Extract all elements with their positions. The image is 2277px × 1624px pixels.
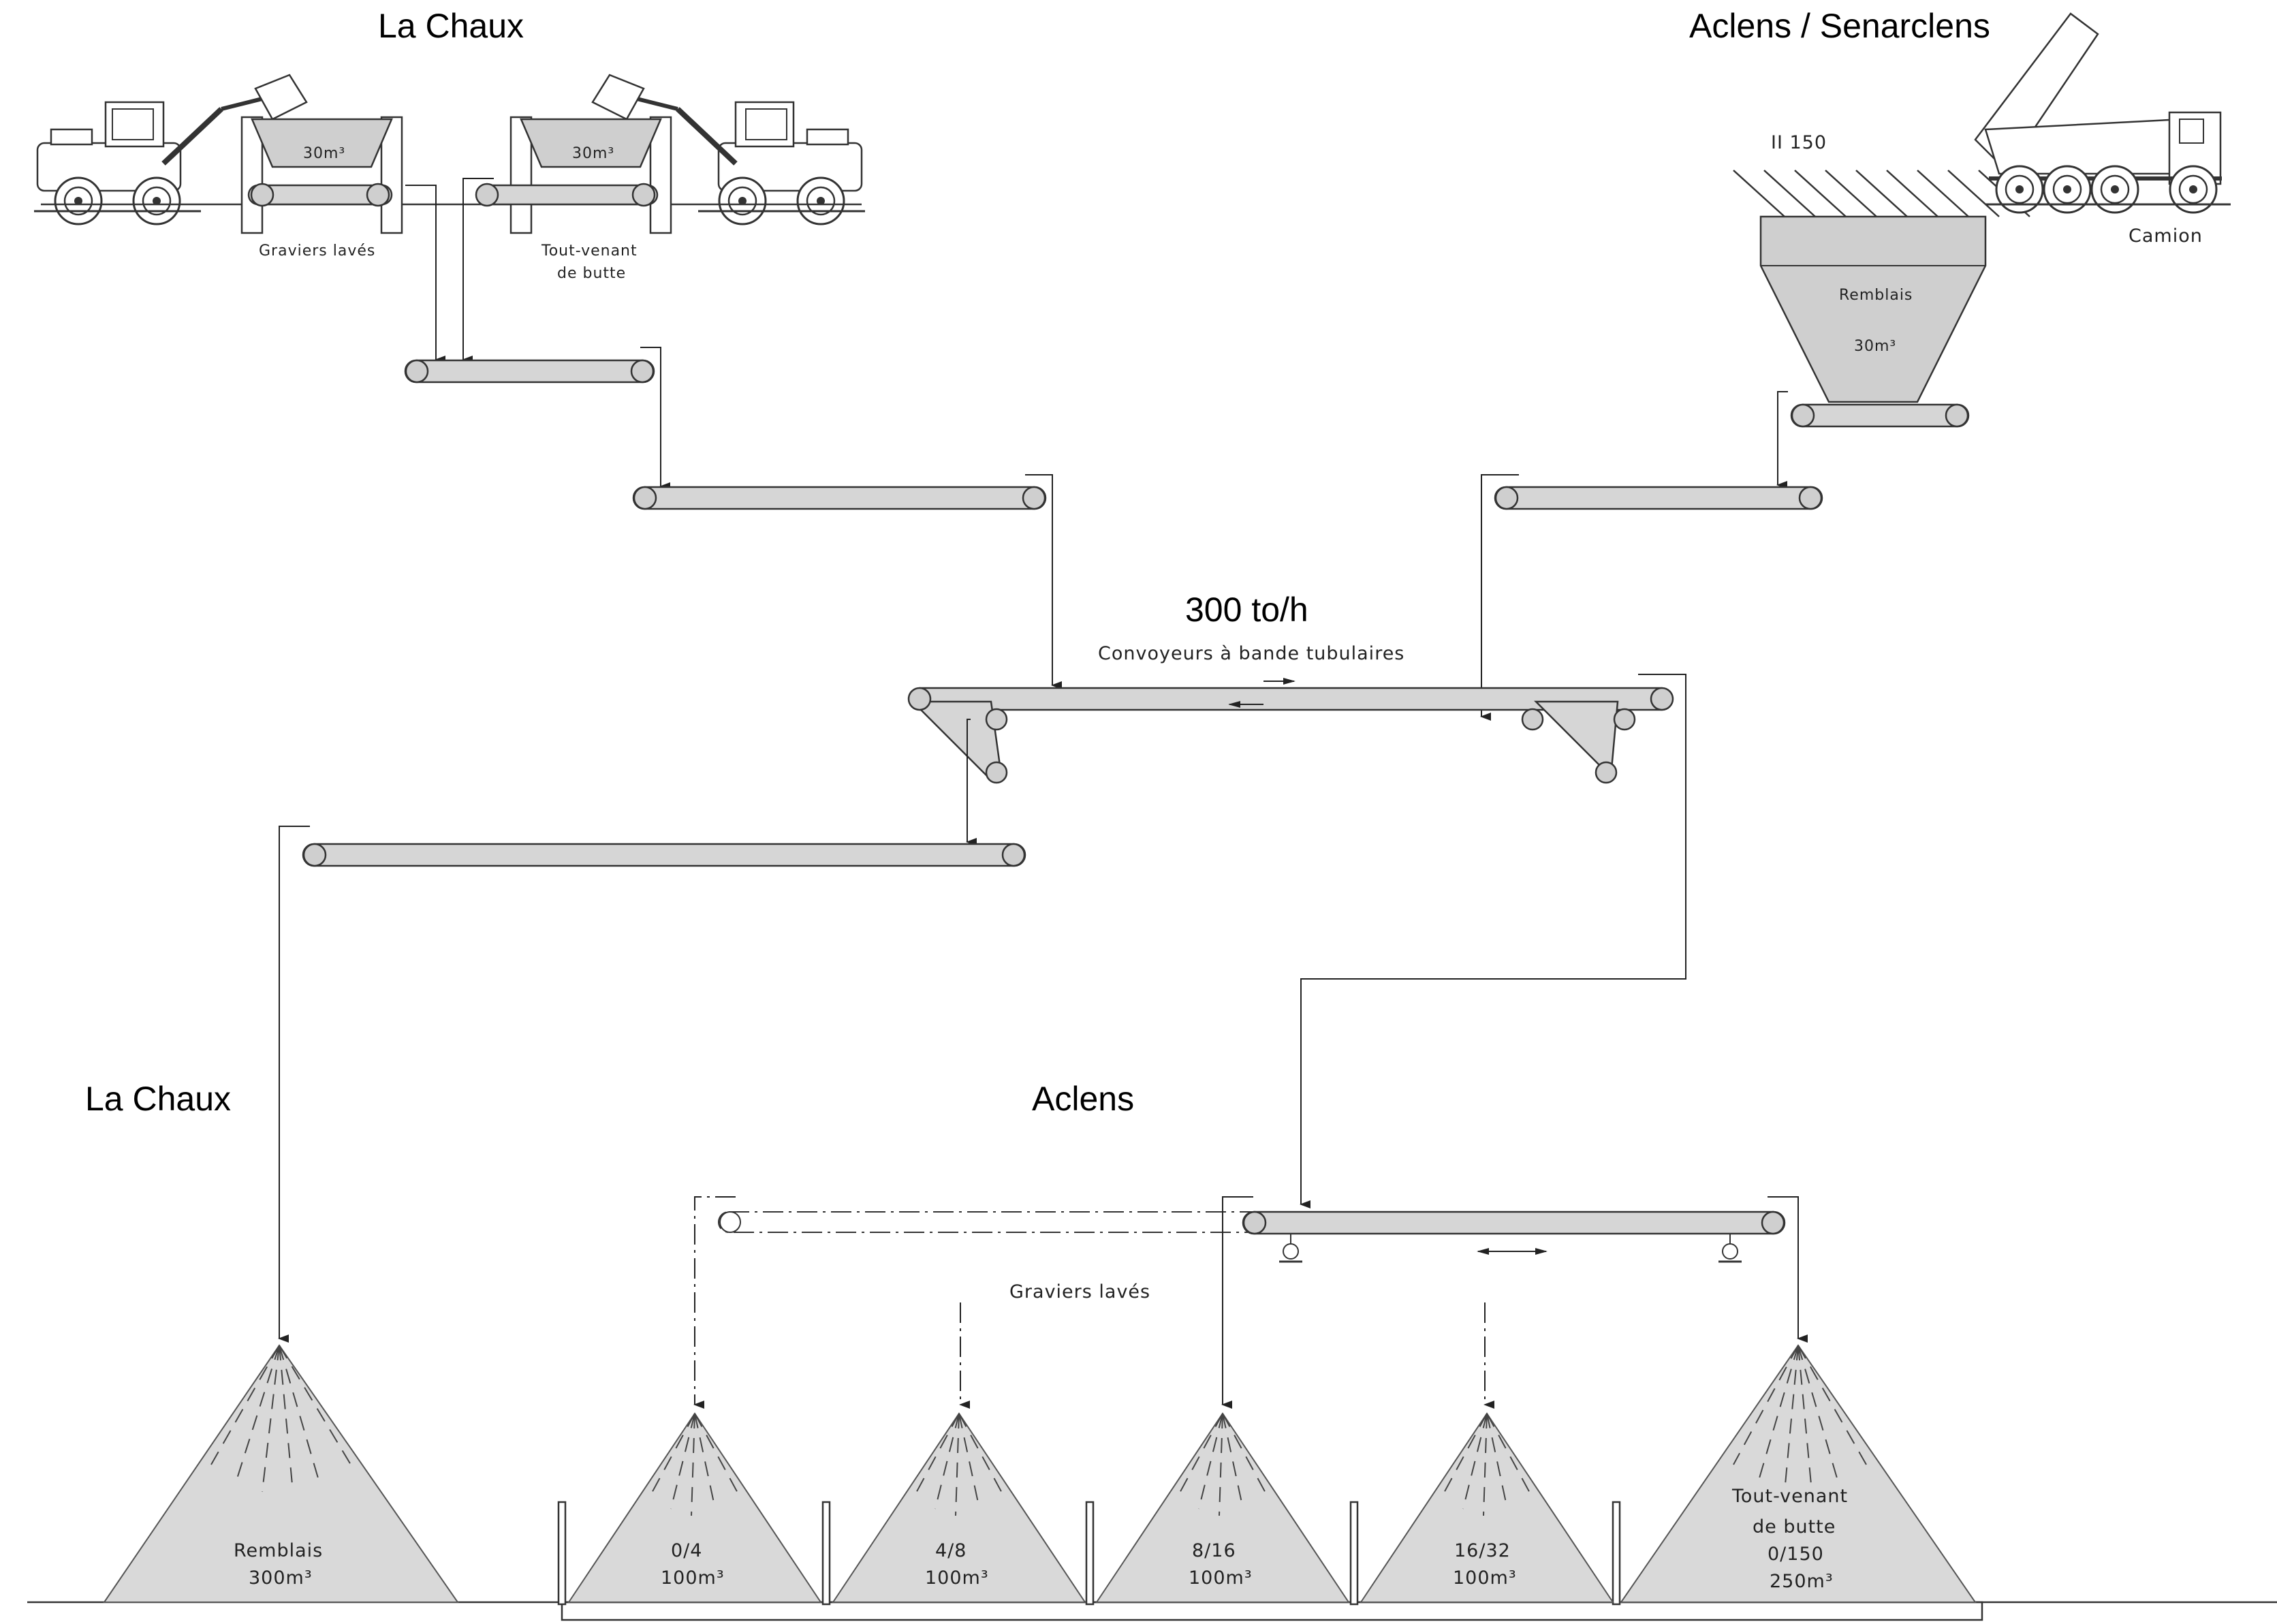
flow-line xyxy=(1768,1196,1808,1343)
pile-16-32-line2: 100m³ xyxy=(1453,1567,1517,1589)
retaining-walls xyxy=(557,1501,1621,1606)
hopper-mid-label-2: de butte xyxy=(557,265,626,282)
conveyor-belt-1 xyxy=(404,359,655,384)
tubular-conveyor xyxy=(907,687,1674,784)
hopper-mid-label-1: Tout-venant xyxy=(541,243,638,260)
flow-line xyxy=(1300,674,1686,1208)
flow-line xyxy=(1025,474,1062,689)
grid-label: II 150 xyxy=(1771,132,1827,153)
stockpile-8-16: 8/16 100m³ xyxy=(1095,1412,1350,1603)
dump-truck-icon xyxy=(1974,12,2231,214)
hopper-mid-volume: 30m³ xyxy=(572,145,614,162)
pile-tv-line2: de butte xyxy=(1753,1516,1836,1537)
stockpile-0-4: 0/4 100m³ xyxy=(567,1412,822,1603)
conveyor-belt-2 xyxy=(632,486,1047,510)
conveyor-belt-3 xyxy=(1494,486,1823,510)
flow-line xyxy=(1480,474,1519,721)
pile-tv-line3: 0/150 xyxy=(1768,1544,1824,1565)
flow-line-dashed xyxy=(693,1196,736,1409)
flow-line xyxy=(405,185,445,364)
hopper-remblais-label: Remblais xyxy=(1839,287,1913,304)
flow-line xyxy=(640,347,670,490)
site-title-aclens-senarclens: Aclens / Senarclens xyxy=(1689,7,1990,45)
hopper-left-volume: 30m³ xyxy=(303,145,345,162)
pile-8-16-line1: 8/16 xyxy=(1192,1540,1236,1561)
pile-4-8-line1: 4/8 xyxy=(935,1540,967,1561)
pile-8-16-line2: 100m³ xyxy=(1189,1567,1253,1589)
capacity-label: 300 to/h xyxy=(1185,591,1308,629)
flow-line xyxy=(278,826,310,1343)
pile-4-8-line2: 100m³ xyxy=(925,1567,989,1589)
flow-line xyxy=(1776,391,1788,489)
pile-remblais-line1: Remblais xyxy=(234,1540,323,1561)
truck-label: Camion xyxy=(2129,225,2203,247)
stockpile-remblais: Remblais 300m³ xyxy=(103,1344,459,1603)
storage-slab xyxy=(561,1601,1983,1621)
grizzly-grid xyxy=(1733,170,2030,217)
hopper-remblais-volume: 30m³ xyxy=(1854,338,1896,355)
site-title-la-chaux-top: La Chaux xyxy=(378,7,524,45)
stockpile-tout-venant: Tout-venant de butte 0/150 250m³ xyxy=(1620,1344,1977,1603)
stockpile-4-8: 4/8 100m³ xyxy=(832,1412,1086,1603)
shuttle-conveyor xyxy=(718,1211,1786,1263)
conveyor-belt-4 xyxy=(302,843,1026,867)
stockpile-16-32: 16/32 100m³ xyxy=(1360,1412,1614,1603)
pile-tv-line4: 250m³ xyxy=(1770,1571,1834,1592)
conveyor-label: Convoyeurs à bande tubulaires xyxy=(1098,643,1404,664)
flow-line xyxy=(1221,1196,1253,1409)
flow-line xyxy=(966,719,977,846)
hopper-left-label: Graviers lavés xyxy=(259,243,375,260)
pile-tv-line1: Tout-venant xyxy=(1731,1486,1848,1507)
hopper-tout-venant: 30m³ Tout-venant de butte xyxy=(475,116,672,282)
site-title-la-chaux-bottom: La Chaux xyxy=(85,1080,231,1118)
graviers-laves-label: Graviers lavés xyxy=(1009,1281,1150,1302)
pile-remblais-line2: 300m³ xyxy=(249,1567,313,1589)
pile-0-4-line2: 100m³ xyxy=(661,1567,725,1589)
pile-16-32-line1: 16/32 xyxy=(1454,1540,1511,1561)
hopper-graviers-laves: 30m³ Graviers lavés xyxy=(240,116,403,260)
pile-0-4-line1: 0/4 xyxy=(671,1540,702,1561)
hopper-remblais: Remblais 30m³ xyxy=(1759,215,1987,428)
flow-line xyxy=(462,178,494,364)
site-title-aclens: Aclens xyxy=(1032,1080,1134,1118)
